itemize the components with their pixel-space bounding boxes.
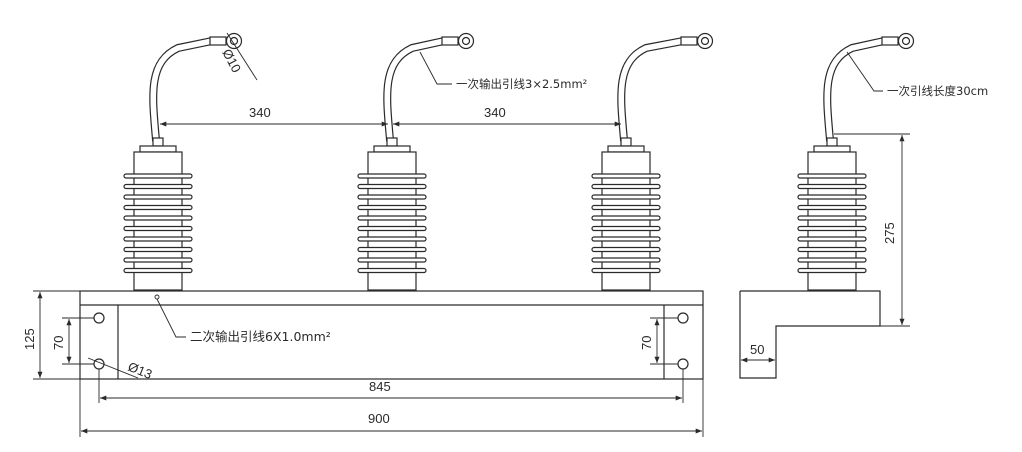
shed (797, 204, 867, 211)
shed (797, 236, 867, 242)
side-bracket (739, 290, 881, 379)
dim-side-width: 50 (741, 342, 775, 363)
secondary-lead-point (154, 294, 160, 300)
shed (797, 267, 867, 274)
shed (357, 204, 427, 211)
shed (123, 246, 193, 253)
dim-base-height: 125 (22, 290, 80, 380)
arrester-left (123, 32, 243, 291)
terminal-block (826, 137, 838, 147)
shed (123, 267, 193, 274)
dim-hole-base: Ø13 (87, 357, 154, 382)
shed (357, 225, 427, 232)
arrester-group (123, 32, 915, 291)
shed (357, 246, 427, 253)
shed (357, 267, 427, 274)
lead-cable (823, 37, 888, 144)
shed (591, 194, 661, 200)
shed (123, 204, 193, 211)
arrester-side-view (797, 32, 915, 291)
shed (357, 257, 427, 263)
shed (797, 246, 867, 253)
cable-lug (881, 36, 899, 46)
spacing-left-label: 340 (249, 105, 271, 120)
top-cap (813, 145, 851, 153)
shed (357, 173, 427, 179)
shed (797, 257, 867, 263)
shed (591, 173, 661, 179)
shed (591, 236, 661, 242)
hole-top-label: Ø10 (219, 46, 244, 75)
shed (357, 236, 427, 242)
shed (591, 257, 661, 263)
dim-hole-spacing-left: 70 (51, 317, 94, 365)
side-height-label: 275 (882, 222, 897, 244)
dim-side-height: 275 (834, 133, 910, 327)
shed (591, 204, 661, 211)
lead-cable (383, 37, 448, 144)
shed (797, 215, 867, 221)
base-plate (79, 290, 704, 380)
terminal-block (152, 137, 164, 147)
mounting-hole (93, 312, 105, 324)
secondary-lead-label: 二次输出引线6X1.0mm² (190, 329, 331, 344)
shed (357, 194, 427, 200)
secondary-lead-callout: 二次输出引线6X1.0mm² (156, 298, 331, 344)
shed (591, 215, 661, 221)
top-cap (139, 145, 177, 153)
shed (123, 225, 193, 232)
dim-hole-span: 845 (98, 369, 684, 403)
shed (591, 267, 661, 274)
spacing-right-label: 340 (484, 105, 506, 120)
mounting-hole (677, 312, 689, 324)
shed (591, 225, 661, 232)
hole-spacing-right-label: 70 (639, 336, 654, 350)
shed (357, 183, 427, 190)
cable-lug (680, 36, 698, 46)
top-cap (373, 145, 411, 153)
terminal-hole (461, 36, 471, 46)
primary-lead-callout: 一次输出引线3×2.5mm² (419, 51, 587, 91)
side-width-label: 50 (750, 342, 764, 357)
hole-spacing-left-label: 70 (51, 336, 66, 350)
cable-lug (209, 36, 227, 46)
primary-lead-label: 一次输出引线3×2.5mm² (456, 77, 587, 91)
mounting-hole (677, 358, 689, 370)
lead-cable (149, 37, 216, 144)
shed (591, 183, 661, 190)
dim-hole-spacing-right: 70 (639, 317, 678, 365)
total-length-label: 900 (368, 411, 390, 426)
cable-lug (441, 36, 459, 46)
lead-length-label: 一次引线长度30cm (887, 84, 988, 98)
terminal-block (386, 137, 398, 147)
hole-span-label: 845 (369, 379, 391, 394)
shed (123, 215, 193, 221)
arrester-right (591, 32, 714, 291)
shed (797, 183, 867, 190)
shed (123, 194, 193, 200)
shed (123, 236, 193, 242)
terminal-block (620, 137, 632, 147)
shed (797, 173, 867, 179)
shed (591, 246, 661, 253)
shed (123, 257, 193, 263)
shed (797, 225, 867, 232)
shed (357, 215, 427, 221)
shed (797, 194, 867, 200)
terminal-hole (700, 36, 710, 46)
dim-total-length: 900 (79, 379, 704, 437)
dim-spacing: 340 340 (159, 105, 621, 127)
terminal-hole (901, 36, 911, 46)
shed (123, 173, 193, 179)
lead-length-callout: 一次引线长度30cm (846, 51, 988, 98)
top-cap (607, 145, 645, 153)
base-height-label: 125 (22, 328, 37, 350)
shed (123, 183, 193, 190)
lead-cable (617, 37, 687, 144)
arrester-middle (357, 32, 475, 291)
